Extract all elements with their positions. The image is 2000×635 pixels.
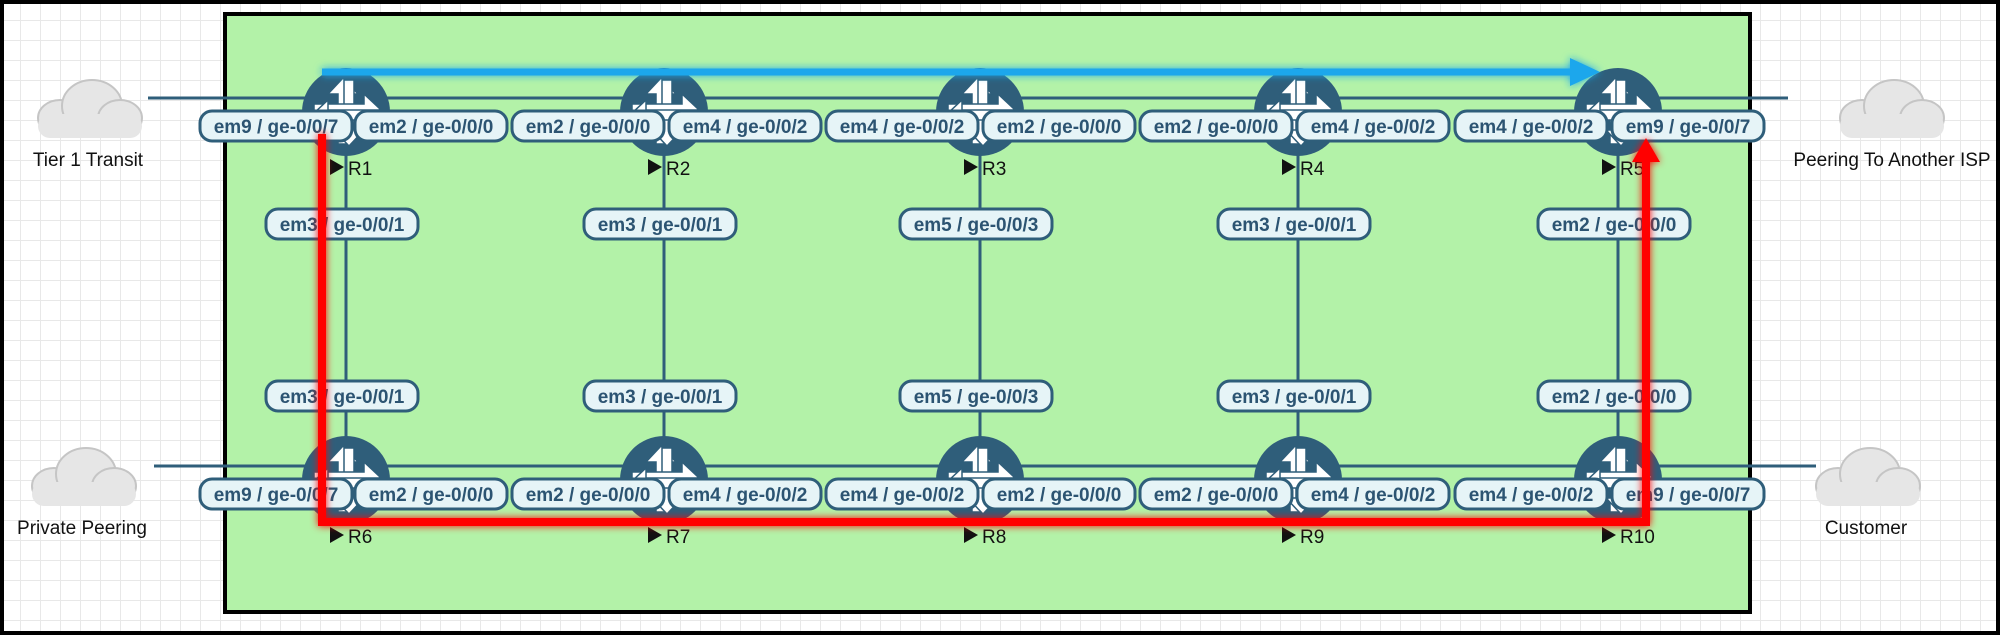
router-name: R4 [1300, 159, 1325, 180]
interface-bottom-7[interactable]: em2 / ge-0/0/0 [1140, 479, 1292, 509]
router-name: R10 [1620, 527, 1655, 548]
interface-bottom-4[interactable]: em4 / ge-0/0/2 [669, 479, 821, 509]
cloud-private-peering[interactable]: Private Peering [17, 448, 147, 539]
cloud-tier1[interactable]: Tier 1 Transit [33, 80, 144, 171]
interface-label: em2 / ge-0/0/0 [1552, 215, 1677, 236]
interface-label: em4 / ge-0/0/2 [1311, 485, 1436, 506]
interface-top-3[interactable]: em2 / ge-0/0/0 [512, 111, 664, 141]
interface-bottom-9[interactable]: em4 / ge-0/0/2 [1455, 479, 1607, 509]
interface-label: em2 / ge-0/0/0 [997, 485, 1122, 506]
interface-vertical-lower-3[interactable]: em5 / ge-0/0/3 [900, 381, 1052, 411]
interface-label: em3 / ge-0/0/1 [280, 387, 405, 408]
interface-top-10[interactable]: em9 / ge-0/0/7 [1612, 111, 1764, 141]
cloud-icon [1840, 80, 1944, 138]
interface-vertical-upper-3[interactable]: em5 / ge-0/0/3 [900, 209, 1052, 239]
interface-label: em3 / ge-0/0/1 [1232, 387, 1357, 408]
cloud-label: Customer [1825, 518, 1908, 539]
interface-top-5[interactable]: em4 / ge-0/0/2 [826, 111, 978, 141]
interface-bottom-10[interactable]: em9 / ge-0/0/7 [1612, 479, 1764, 509]
interface-top-4[interactable]: em4 / ge-0/0/2 [669, 111, 821, 141]
interface-top-8[interactable]: em4 / ge-0/0/2 [1297, 111, 1449, 141]
interface-label: em2 / ge-0/0/0 [1552, 387, 1677, 408]
cloud-icon [1816, 448, 1920, 506]
interface-label: em3 / ge-0/0/1 [280, 215, 405, 236]
interface-vertical-lower-4[interactable]: em3 / ge-0/0/1 [1218, 381, 1370, 411]
interface-label: em4 / ge-0/0/2 [1469, 117, 1594, 138]
interface-vertical-lower-2[interactable]: em3 / ge-0/0/1 [584, 381, 736, 411]
interface-label: em2 / ge-0/0/0 [1154, 485, 1279, 506]
interface-label: em4 / ge-0/0/2 [1469, 485, 1594, 506]
router-name: R3 [982, 159, 1006, 180]
interface-top-6[interactable]: em2 / ge-0/0/0 [983, 111, 1135, 141]
interface-top-9[interactable]: em4 / ge-0/0/2 [1455, 111, 1607, 141]
cloud-icon [38, 80, 142, 138]
interface-label: em3 / ge-0/0/1 [1232, 215, 1357, 236]
interface-label: em4 / ge-0/0/2 [840, 485, 965, 506]
interface-label: em5 / ge-0/0/3 [914, 387, 1039, 408]
router-name: R8 [982, 527, 1006, 548]
interface-bottom-1[interactable]: em9 / ge-0/0/7 [200, 479, 352, 509]
cloud-icon [32, 448, 136, 506]
interface-bottom-6[interactable]: em2 / ge-0/0/0 [983, 479, 1135, 509]
interface-vertical-upper-4[interactable]: em3 / ge-0/0/1 [1218, 209, 1370, 239]
router-name: R6 [348, 527, 372, 548]
cloud-label: Peering To Another ISP [1793, 150, 1990, 171]
interface-top-7[interactable]: em2 / ge-0/0/0 [1140, 111, 1292, 141]
interface-top-2[interactable]: em2 / ge-0/0/0 [355, 111, 507, 141]
interface-vertical-upper-5[interactable]: em2 / ge-0/0/0 [1538, 209, 1690, 239]
interface-bottom-2[interactable]: em2 / ge-0/0/0 [355, 479, 507, 509]
router-name: R9 [1300, 527, 1324, 548]
interface-label: em2 / ge-0/0/0 [1154, 117, 1279, 138]
interface-label: em3 / ge-0/0/1 [598, 215, 723, 236]
interface-label: em2 / ge-0/0/0 [369, 117, 494, 138]
cloud-label: Tier 1 Transit [33, 150, 144, 171]
interface-vertical-lower-1[interactable]: em3 / ge-0/0/1 [266, 381, 418, 411]
interface-label: em2 / ge-0/0/0 [369, 485, 494, 506]
interface-label: em2 / ge-0/0/0 [526, 485, 651, 506]
router-name: R2 [666, 159, 690, 180]
interface-label: em4 / ge-0/0/2 [683, 117, 808, 138]
interface-label: em9 / ge-0/0/7 [1626, 117, 1751, 138]
router-name: R1 [348, 159, 372, 180]
cloud-customer[interactable]: Customer [1816, 448, 1920, 539]
cloud-peering-isp[interactable]: Peering To Another ISP [1793, 80, 1990, 171]
interface-bottom-8[interactable]: em4 / ge-0/0/2 [1297, 479, 1449, 509]
interface-label: em4 / ge-0/0/2 [1311, 117, 1436, 138]
interface-label: em3 / ge-0/0/1 [598, 387, 723, 408]
router-name: R7 [666, 527, 690, 548]
interface-label: em4 / ge-0/0/2 [840, 117, 965, 138]
interface-vertical-upper-2[interactable]: em3 / ge-0/0/1 [584, 209, 736, 239]
interface-label: em4 / ge-0/0/2 [683, 485, 808, 506]
interface-vertical-lower-5[interactable]: em2 / ge-0/0/0 [1538, 381, 1690, 411]
interface-label: em2 / ge-0/0/0 [997, 117, 1122, 138]
interface-bottom-3[interactable]: em2 / ge-0/0/0 [512, 479, 664, 509]
interface-top-1[interactable]: em9 / ge-0/0/7 [200, 111, 352, 141]
cloud-label: Private Peering [17, 518, 147, 539]
interface-label: em5 / ge-0/0/3 [914, 215, 1039, 236]
router-name: R5 [1620, 159, 1644, 180]
interface-bottom-5[interactable]: em4 / ge-0/0/2 [826, 479, 978, 509]
interface-label: em2 / ge-0/0/0 [526, 117, 651, 138]
interface-vertical-upper-1[interactable]: em3 / ge-0/0/1 [266, 209, 418, 239]
